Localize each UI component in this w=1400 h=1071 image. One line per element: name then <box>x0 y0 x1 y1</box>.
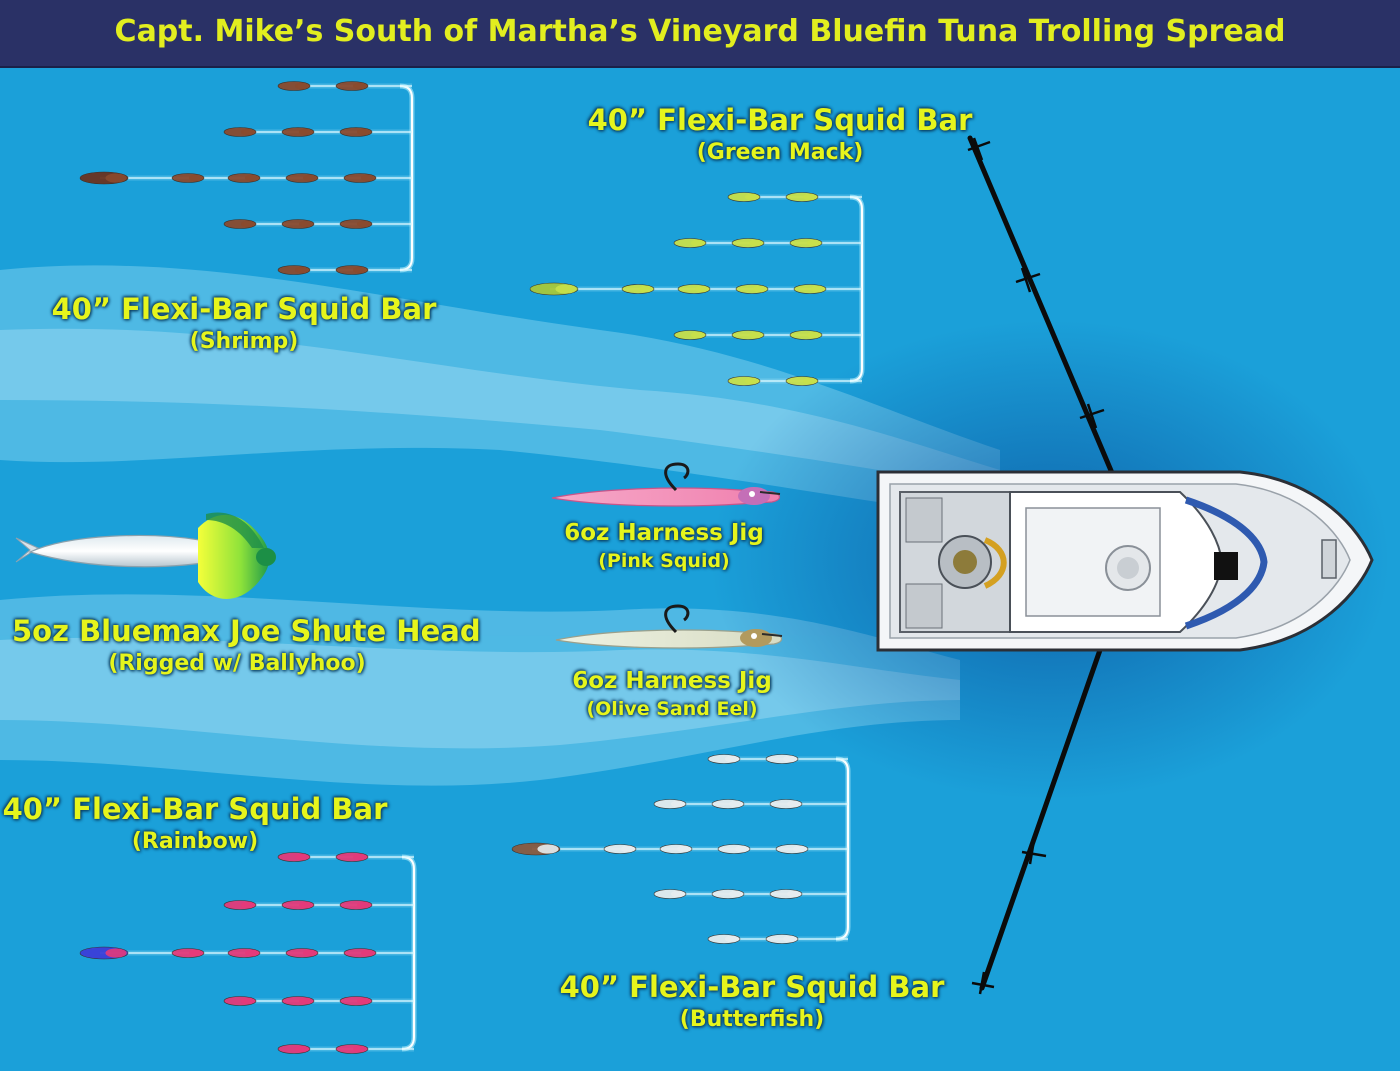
squid-lure-icon <box>673 330 707 340</box>
squid-lure-icon <box>711 889 745 899</box>
squid-lure-icon <box>343 173 377 183</box>
label-main: 5oz Bluemax Joe Shute Head <box>12 614 481 648</box>
label-sub: (Pink Squid) <box>598 550 730 572</box>
squid-lure-icon <box>223 127 257 137</box>
squid-lure-icon <box>171 173 205 183</box>
squid-lure-icon <box>281 900 315 910</box>
squid-lure-icon <box>727 192 761 202</box>
squid-lure-icon <box>79 946 129 960</box>
label-main: 40” Flexi-Bar Squid Bar <box>51 292 437 326</box>
squid-lure-icon <box>227 173 261 183</box>
label-main: 6oz Harness Jig <box>564 520 764 546</box>
label-green-mack: 40” Flexi-Bar Squid Bar (Green Mack) <box>580 102 980 168</box>
label-olive-sand-eel: 6oz Harness Jig (Olive Sand Eel) <box>522 666 822 722</box>
squid-lure-icon <box>277 1044 311 1054</box>
squid-lure-icon <box>775 844 809 854</box>
label-joe-shute: 5oz Bluemax Joe Shute Head (Rigged w/ Ba… <box>12 613 481 679</box>
squid-lure-icon <box>769 889 803 899</box>
squid-lure-icon <box>171 948 205 958</box>
label-pink-squid: 6oz Harness Jig (Pink Squid) <box>514 518 814 574</box>
label-main: 40” Flexi-Bar Squid Bar <box>2 792 388 826</box>
label-sub: (Rainbow) <box>131 829 259 854</box>
squid-lure-icon <box>223 996 257 1006</box>
squid-bar-green-mack <box>529 192 865 386</box>
label-main: 6oz Harness Jig <box>572 668 772 694</box>
squid-lure-icon <box>223 219 257 229</box>
label-shrimp: 40” Flexi-Bar Squid Bar (Shrimp) <box>44 291 444 357</box>
harness-jig-icon <box>551 462 781 507</box>
squid-lure-icon <box>277 81 311 91</box>
harness-jig-icon <box>555 604 783 649</box>
squid-lure-icon <box>343 948 377 958</box>
squid-lure-icon <box>653 889 687 899</box>
squid-lure-icon <box>711 799 745 809</box>
squid-lure-icon <box>277 265 311 275</box>
squid-bar-rainbow <box>79 852 417 1054</box>
squid-lure-icon <box>793 284 827 294</box>
squid-lure-icon <box>727 376 761 386</box>
label-butterfish: 40” Flexi-Bar Squid Bar (Butterfish) <box>552 969 952 1035</box>
squid-lure-icon <box>281 127 315 137</box>
squid-lure-icon <box>621 284 655 294</box>
squid-lure-icon <box>717 844 751 854</box>
squid-lure-icon <box>731 238 765 248</box>
squid-lure-icon <box>785 192 819 202</box>
squid-lure-icon <box>673 238 707 248</box>
label-sub: (Rigged w/ Ballyhoo) <box>108 651 366 676</box>
squid-lure-icon <box>731 330 765 340</box>
squid-lure-icon <box>765 934 799 944</box>
squid-lure-icon <box>659 844 693 854</box>
squid-lure-icon <box>79 171 129 185</box>
squid-lure-icon <box>339 900 373 910</box>
squid-lure-icon <box>735 284 769 294</box>
lure-layer <box>79 81 865 1054</box>
squid-lure-icon <box>285 173 319 183</box>
squid-bar-shrimp <box>79 81 415 275</box>
label-sub: (Olive Sand Eel) <box>586 698 758 720</box>
squid-lure-icon <box>281 219 315 229</box>
squid-lure-icon <box>339 127 373 137</box>
squid-lure-icon <box>335 265 369 275</box>
squid-lure-icon <box>335 852 369 862</box>
squid-lure-icon <box>677 284 711 294</box>
outrigger-icon <box>967 135 1118 991</box>
squid-lure-icon <box>511 842 561 856</box>
squid-lure-icon <box>339 996 373 1006</box>
squid-lure-icon <box>653 799 687 809</box>
squid-lure-icon <box>339 219 373 229</box>
squid-lure-icon <box>281 996 315 1006</box>
label-sub: (Butterfish) <box>679 1007 825 1032</box>
label-sub: (Shrimp) <box>189 329 299 354</box>
page-title: Capt. Mike’s South of Martha’s Vineyard … <box>114 14 1286 49</box>
squid-bar-butterfish <box>511 754 851 944</box>
squid-lure-icon <box>223 900 257 910</box>
squid-lure-icon <box>335 81 369 91</box>
squid-lure-icon <box>277 852 311 862</box>
squid-lure-icon <box>789 238 823 248</box>
squid-lure-icon <box>335 1044 369 1054</box>
squid-lure-icon <box>529 282 579 296</box>
squid-lure-icon <box>707 934 741 944</box>
squid-lure-icon <box>227 948 261 958</box>
label-main: 40” Flexi-Bar Squid Bar <box>559 970 945 1004</box>
squid-lure-icon <box>785 376 819 386</box>
label-sub: (Green Mack) <box>696 140 864 165</box>
squid-lure-icon <box>285 948 319 958</box>
squid-lure-icon <box>765 754 799 764</box>
boat-icon <box>876 470 1374 652</box>
label-rainbow: 40” Flexi-Bar Squid Bar (Rainbow) <box>0 791 390 857</box>
squid-lure-icon <box>769 799 803 809</box>
squid-lure-icon <box>707 754 741 764</box>
joe-shute-lure-icon <box>15 512 276 599</box>
label-main: 40” Flexi-Bar Squid Bar <box>587 103 973 137</box>
squid-lure-icon <box>603 844 637 854</box>
title-bar: Capt. Mike’s South of Martha’s Vineyard … <box>0 0 1400 68</box>
squid-lure-icon <box>789 330 823 340</box>
